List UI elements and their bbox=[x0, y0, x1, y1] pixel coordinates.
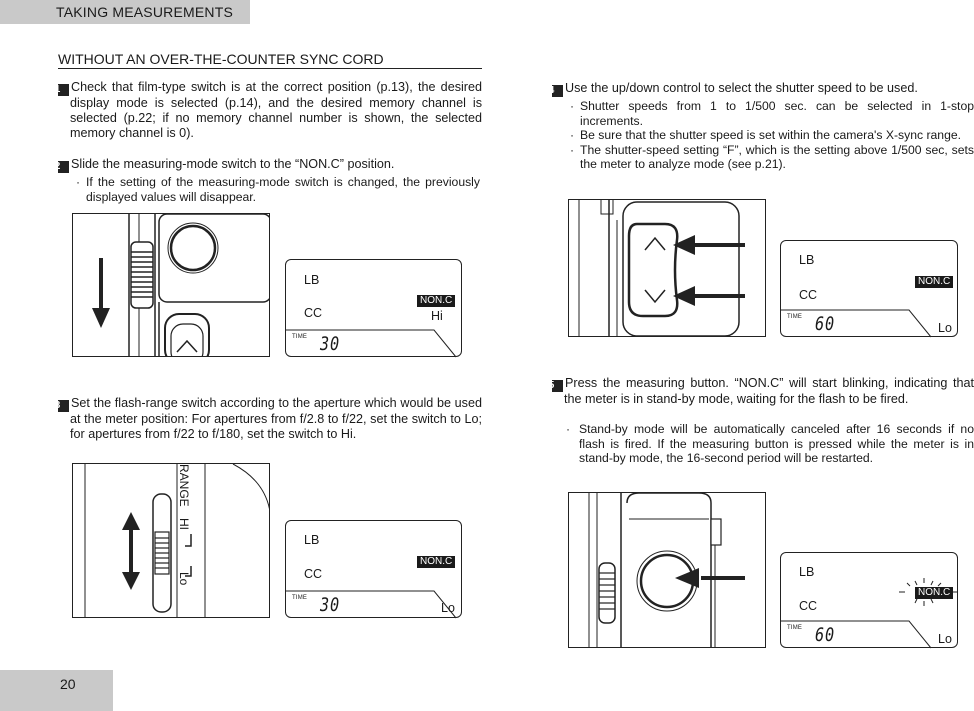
step-text: Set the flash-range switch according to … bbox=[70, 396, 482, 441]
lcd-lb-label: LB bbox=[799, 253, 815, 267]
lcd-range-value: Lo bbox=[938, 321, 952, 335]
range-hi-label: HI bbox=[177, 518, 191, 530]
step-text: Use the up/down control to select the sh… bbox=[565, 81, 918, 95]
note-item: ·The shutter-speed setting “F”, which is… bbox=[570, 142, 974, 172]
lcd-range-value: Hi bbox=[431, 309, 443, 323]
lcd-mode-badge: NON.C bbox=[417, 556, 456, 568]
lcd-display-step-2: LB NON.C CC Hi TIME 30 bbox=[285, 259, 462, 358]
lcd-range-value: Lo bbox=[441, 601, 455, 615]
lcd-cc-label: CC bbox=[304, 567, 323, 581]
range-lo-label: Lo bbox=[177, 572, 191, 586]
range-switch-label: RANGE bbox=[177, 464, 191, 507]
step-text: Press the measuring button. “NON.C” will… bbox=[564, 376, 974, 406]
lcd-mode-badge: NON.C bbox=[915, 276, 954, 288]
lcd-display-step-4: LB NON.C CC TIME 60 Lo bbox=[780, 240, 958, 338]
lcd-time-value: 30 bbox=[320, 333, 340, 355]
illustration-measuring-button bbox=[568, 492, 766, 648]
illustration-up-down-control bbox=[568, 199, 766, 337]
lcd-lb-label: LB bbox=[799, 565, 815, 579]
note-item: ·Stand-by mode will be automatically can… bbox=[566, 422, 974, 465]
lcd-mode-badge: NON.C bbox=[915, 587, 954, 599]
step-4-notes: ·Shutter speeds from 1 to 1/500 sec. can… bbox=[570, 99, 974, 172]
lcd-time-label: TIME bbox=[292, 595, 308, 601]
step-number-badge: 1 bbox=[55, 84, 69, 96]
page-header-title: TAKING MEASUREMENTS bbox=[56, 4, 234, 20]
lcd-mode-badge: NON.C bbox=[417, 295, 456, 307]
note-item: ·Shutter speeds from 1 to 1/500 sec. can… bbox=[570, 99, 974, 128]
note-item: ·If the setting of the measuring-mode sw… bbox=[76, 175, 480, 204]
lcd-lb-label: LB bbox=[304, 533, 320, 547]
lcd-time-label: TIME bbox=[787, 625, 803, 631]
step-text: Check that film-type switch is at the co… bbox=[70, 80, 482, 140]
illustration-flash-range-switch: RANGE HI Lo bbox=[72, 463, 270, 618]
lcd-cc-label: CC bbox=[799, 599, 818, 613]
step-number-badge: 4 bbox=[549, 85, 563, 97]
step-2-notes: ·If the setting of the measuring-mode sw… bbox=[76, 175, 480, 204]
footer-bar bbox=[0, 670, 113, 711]
section-title: WITHOUT AN OVER-THE-COUNTER SYNC CORD bbox=[58, 51, 482, 69]
lcd-time-value: 60 bbox=[815, 313, 835, 335]
step-text: Slide the measuring-mode switch to the “… bbox=[71, 157, 395, 171]
lcd-time-label: TIME bbox=[787, 314, 803, 320]
step-number-badge: 2 bbox=[55, 161, 69, 173]
lcd-time-label: TIME bbox=[292, 334, 308, 340]
lcd-lb-label: LB bbox=[304, 273, 320, 287]
blink-rays-icon bbox=[899, 578, 957, 606]
lcd-cc-label: CC bbox=[304, 306, 323, 320]
lcd-cc-label: CC bbox=[799, 288, 818, 302]
lcd-display-step-3: LB NON.C CC TIME 30 Lo bbox=[285, 520, 462, 619]
lcd-time-value: 60 bbox=[815, 624, 835, 646]
lcd-display-step-5: LB NON.C CC TIME 60 Lo bbox=[780, 552, 958, 649]
step-number-badge: 5 bbox=[549, 380, 563, 392]
page-number: 20 bbox=[60, 676, 76, 692]
lcd-time-value: 30 bbox=[320, 594, 340, 616]
illustration-measuring-mode-switch bbox=[72, 213, 270, 357]
lcd-range-value: Lo bbox=[938, 632, 952, 646]
step-5-notes: ·Stand-by mode will be automatically can… bbox=[566, 422, 974, 466]
header-bar bbox=[0, 0, 250, 24]
step-number-badge: 3 bbox=[55, 400, 69, 412]
note-item: ·Be sure that the shutter speed is set w… bbox=[570, 128, 962, 142]
